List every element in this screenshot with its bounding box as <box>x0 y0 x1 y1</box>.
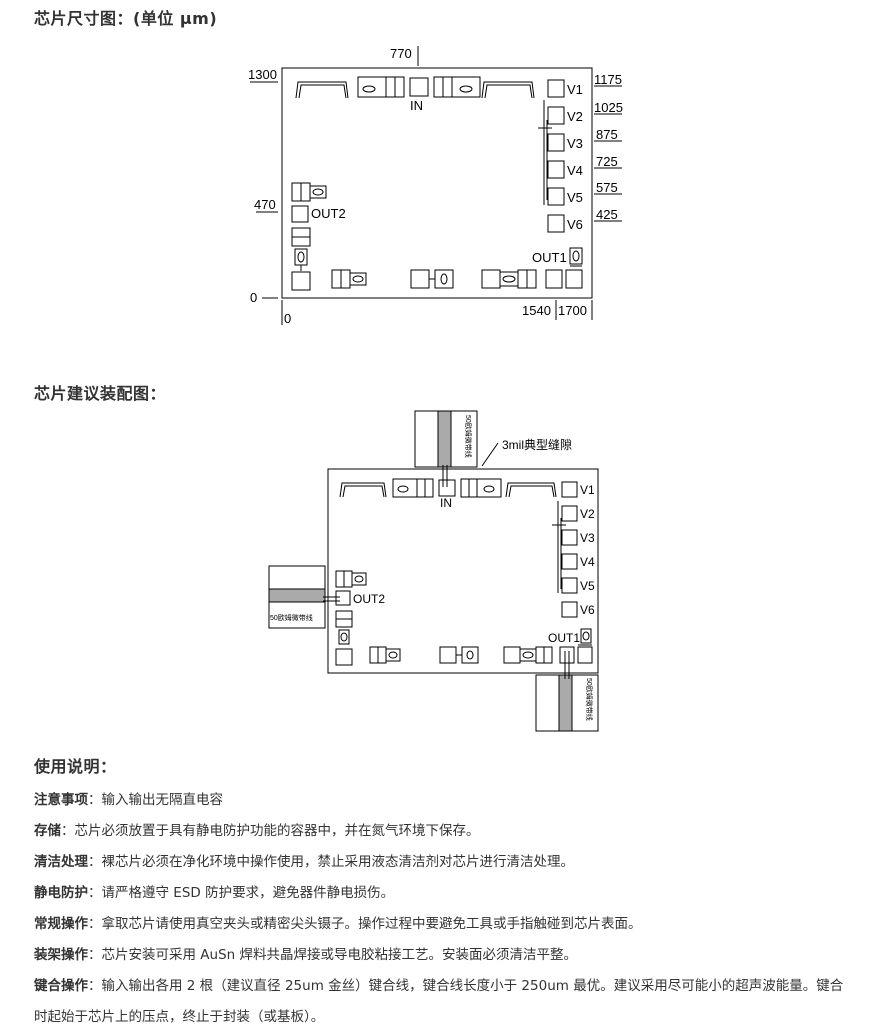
dim-right-1025: 1025 <box>594 100 623 115</box>
assembly-label-out1: OUT1 <box>548 631 580 645</box>
usage-heading: 使用说明： <box>34 757 117 776</box>
dim-bottom-1540: 1540 <box>522 303 551 318</box>
label-v1: V1 <box>567 82 583 97</box>
assembly-heading: 芯片建议装配图： <box>34 384 167 403</box>
note-cleaning: 清洁处理：裸芯片必须在净化环境中操作使用，禁止采用液态清洁剂对芯片进行清洁处理。 <box>34 854 574 870</box>
assembly-label-v1: V1 <box>580 483 595 497</box>
chip-dimension-svg: 770 1300 470 0 0 1540 1700 1175 1025 875… <box>248 46 623 326</box>
note-bonding: 键合操作：输入输出各用 2 根（建议直径 25um 金丝）键合线，键合线长度小于… <box>34 978 844 1025</box>
dim-right-575: 575 <box>596 180 618 195</box>
microstrip-top-label: 50欧姆微带线 <box>464 415 473 458</box>
assembly-label-v5: V5 <box>580 579 595 593</box>
assembly-drawing: 3mil典型缝隙 IN V1 V2 V3 V4 V5 V6 OUT2 OUT1 … <box>260 405 620 735</box>
assembly-label-v3: V3 <box>580 531 595 545</box>
label-v3: V3 <box>567 136 583 151</box>
assembly-svg: 3mil典型缝隙 IN V1 V2 V3 V4 V5 V6 OUT2 OUT1 … <box>268 410 599 732</box>
out2-pad <box>291 205 309 223</box>
note-esd: 静电防护：请严格遵守 ESD 防护要求，避免器件静电损伤。 <box>34 885 395 901</box>
note-storage: 存储：芯片必须放置于具有静电防护功能的容器中，并在氮气环境下保存。 <box>34 823 480 839</box>
label-in: IN <box>410 98 423 113</box>
dim-left-470: 470 <box>254 197 276 212</box>
dim-bottom-1700: 1700 <box>558 303 587 318</box>
assembly-in-pad <box>438 479 456 497</box>
note-handling: 常规操作：拿取芯片请使用真空夹头或精密尖头镊子。操作过程中要避免工具或手指触碰到… <box>34 916 642 932</box>
assembly-label-in: IN <box>440 496 452 510</box>
dim-right-1175: 1175 <box>594 72 622 87</box>
in-pad <box>409 77 429 97</box>
note-precautions: 注意事项：输入输出无隔直电容 <box>34 792 223 808</box>
dim-right-725: 725 <box>596 154 618 169</box>
label-out2: OUT2 <box>311 206 346 221</box>
assembly-label-v6: V6 <box>580 603 595 617</box>
assembly-out1-pad <box>559 646 575 664</box>
label-v2: V2 <box>567 109 583 124</box>
out1-pad <box>545 269 563 289</box>
dim-right-875: 875 <box>596 127 618 142</box>
dim-left-0: 0 <box>250 290 257 305</box>
assembly-chip-outline <box>327 468 599 674</box>
gap-callout: 3mil典型缝隙 <box>502 437 572 452</box>
label-v5: V5 <box>567 190 583 205</box>
usage-notes: 注意事项：输入输出无隔直电容 存储：芯片必须放置于具有静电防护功能的容器中，并在… <box>34 785 854 1033</box>
assembly-label-v4: V4 <box>580 555 595 569</box>
dimension-heading: 芯片尺寸图：(单位 μm) <box>34 9 218 28</box>
dim-left-1300: 1300 <box>248 67 277 82</box>
chip-outline <box>281 67 593 299</box>
label-v4: V4 <box>567 163 583 178</box>
label-v6: V6 <box>567 217 583 232</box>
assembly-label-out2: OUT2 <box>353 592 385 606</box>
microstrip-bottom-label: 50欧姆微带线 <box>585 678 594 721</box>
dim-right-425: 425 <box>596 207 618 222</box>
assembly-out2-pad <box>335 590 351 606</box>
dim-bottom-0: 0 <box>284 311 291 326</box>
dim-top-770: 770 <box>390 46 412 61</box>
microstrip-left-label: 50欧姆微带线 <box>270 613 313 622</box>
label-out1: OUT1 <box>532 250 567 265</box>
note-mounting: 装架操作：芯片安装可采用 AuSn 焊料共晶焊接或导电胶粘接工艺。安装面必须清洁… <box>34 947 577 963</box>
assembly-label-v2: V2 <box>580 507 595 521</box>
chip-dimension-drawing: 770 1300 470 0 0 1540 1700 1175 1025 875… <box>240 40 640 340</box>
